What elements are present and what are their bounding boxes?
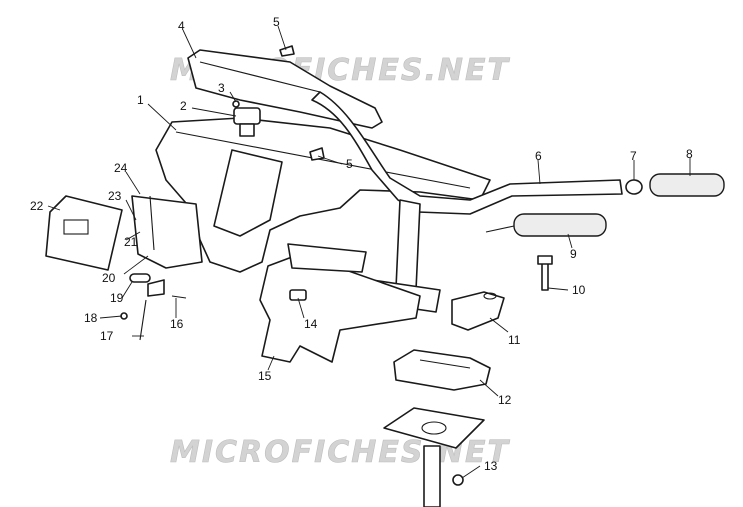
callout-13: 13 <box>484 459 498 473</box>
left-grip <box>485 213 607 237</box>
steering-post <box>423 445 441 507</box>
callout-12: 12 <box>498 393 512 407</box>
callout-21: 21 <box>124 235 138 249</box>
throttle-cable <box>139 299 147 341</box>
callout-9: 9 <box>570 247 577 261</box>
callout-16: 16 <box>170 317 184 331</box>
callout-4: 4 <box>178 19 185 33</box>
callout-5-middle: 5 <box>346 157 353 171</box>
callout-7: 7 <box>630 149 637 163</box>
callout-18: 18 <box>84 311 98 325</box>
upper-clamp <box>451 291 505 331</box>
callout-8: 8 <box>686 147 693 161</box>
callout-24: 24 <box>114 161 128 175</box>
screw-3 <box>232 100 240 108</box>
nut <box>452 474 464 486</box>
bushing <box>625 179 643 195</box>
callout-14: 14 <box>304 317 318 331</box>
callout-22: 22 <box>30 199 44 213</box>
lower-panel <box>259 243 421 363</box>
right-grip <box>649 173 725 197</box>
callout-20: 20 <box>102 271 116 285</box>
lower-clamp <box>393 349 491 391</box>
clip <box>289 289 307 301</box>
callout-2: 2 <box>180 99 187 113</box>
callout-10: 10 <box>572 283 586 297</box>
cable-clip <box>147 279 165 297</box>
body-shroud <box>155 117 491 273</box>
steering-plate <box>383 407 485 449</box>
callout-15: 15 <box>258 369 272 383</box>
mounting-bracket <box>131 195 203 269</box>
callout-17: 17 <box>100 329 114 343</box>
leader-lines <box>47 25 691 479</box>
screw-5-top <box>279 45 295 57</box>
callout-6: 6 <box>535 149 542 163</box>
display-unit <box>45 195 123 271</box>
callout-1: 1 <box>137 93 144 107</box>
callout-11: 11 <box>508 333 521 347</box>
cable-end <box>129 273 151 283</box>
callout-3: 3 <box>218 81 225 95</box>
cotter-pin <box>171 295 187 299</box>
callout-5-top: 5 <box>273 15 280 29</box>
callout-23: 23 <box>108 189 122 203</box>
callout-19: 19 <box>110 291 124 305</box>
clamp-bolt <box>537 255 553 291</box>
